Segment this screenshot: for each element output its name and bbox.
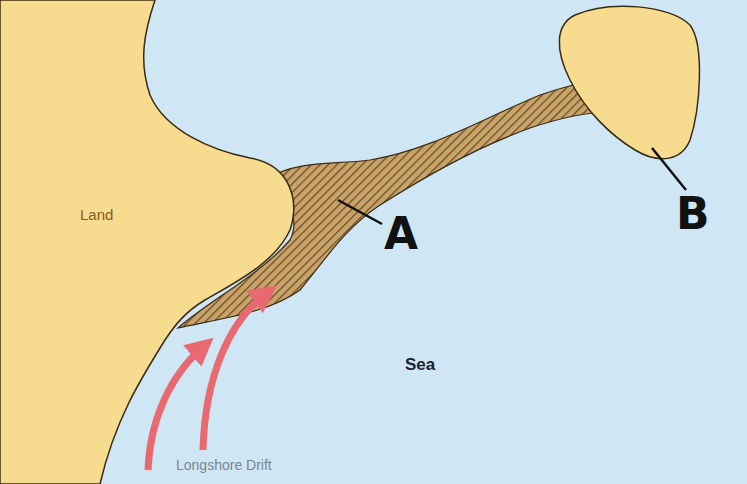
island: [559, 6, 699, 158]
callout-letter: A: [384, 212, 418, 256]
drift-arrow: [203, 292, 268, 450]
callout-letter: B: [676, 192, 710, 236]
land-mass: [0, 0, 294, 484]
region-label: Sea: [405, 356, 435, 373]
drift-arrow: [148, 345, 205, 470]
leader-line: [338, 200, 382, 224]
leader-line: [652, 148, 686, 190]
region-label: Land: [80, 207, 113, 222]
arrow-label: Longshore Drift: [176, 458, 272, 472]
